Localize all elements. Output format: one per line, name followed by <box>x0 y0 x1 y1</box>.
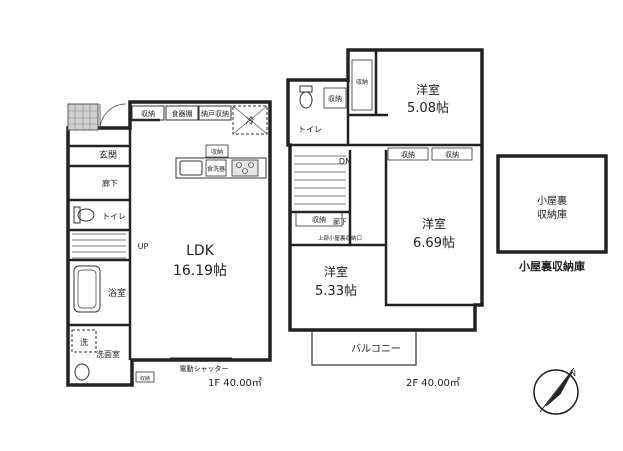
kitchen-stove <box>231 159 259 177</box>
attic-box-label-1: 小屋裏 <box>537 194 567 207</box>
room1-name: 洋室 <box>416 82 440 97</box>
compass-arrow <box>545 371 573 407</box>
floor1-toilet-label: トイレ <box>102 212 126 221</box>
kitchen-sink <box>179 160 203 176</box>
floor2-storage-d-label: 収納 <box>312 215 326 224</box>
floor2-storage-a <box>323 87 347 109</box>
shutter-label: 電動シャッター <box>180 364 229 373</box>
floor2-dn-label: DN <box>339 157 351 166</box>
attic-hatch-label: 上部小屋裏収納口 <box>318 234 362 242</box>
floor1-toilet-bowl <box>77 208 95 222</box>
balcony-label: バルコニー <box>351 343 401 355</box>
floor1-top-storage <box>131 105 165 121</box>
floor2-caption: 2F 40.00㎡ <box>406 377 460 389</box>
floor2-storage-d <box>295 211 343 227</box>
dishwasher <box>205 159 227 177</box>
floor1-exterior-wall <box>66 100 272 387</box>
floor1-stairs <box>72 233 126 259</box>
attic-caption: 小屋裏収納庫 <box>518 259 585 273</box>
ldk-name: LDK <box>186 243 215 259</box>
up-label: UP <box>138 242 149 251</box>
fridge-space <box>232 105 268 135</box>
floor1-plan: 収納 食器棚 納戸収納 冷 食洗器 収納 LDK 16.19帖 玄関 廊下 トイ… <box>66 100 272 389</box>
storage-closet <box>198 105 232 121</box>
floor2-storage-b-label: 収納 <box>401 150 415 159</box>
ldk-size: 16.19帖 <box>173 263 227 279</box>
floor1-partition-walls <box>68 118 160 360</box>
attic-plan: 小屋裏 収納庫 小屋裏収納庫 <box>496 154 608 273</box>
floor2-storage-a-label: 収納 <box>328 94 342 103</box>
bathtub <box>73 265 101 313</box>
floor2-storage-b <box>387 147 429 161</box>
bottom-storage <box>135 371 155 383</box>
room3-size: 5.33帖 <box>315 284 357 299</box>
kitchen-small-storage <box>205 144 229 158</box>
washing-machine <box>71 329 97 353</box>
room1-vertical-storage <box>351 59 373 111</box>
storage-closet-label: 納戸収納 <box>201 109 229 118</box>
entrance-label: 玄関 <box>99 149 117 161</box>
compass-circle <box>533 369 579 415</box>
room1-vertical-storage-label: 収納 <box>356 78 368 86</box>
floor2-toilet-bowl <box>299 91 313 109</box>
attic-box <box>496 154 608 254</box>
floor2-storage-c <box>431 147 473 161</box>
fridge-label: 冷 <box>245 115 254 127</box>
floor2-plan: バルコニー 洋室 5.08帖 収納 収納 トイレ DN 廊下 収納 収納 収納 … <box>286 48 484 389</box>
bath-label: 浴室 <box>108 287 126 299</box>
room1-size: 5.08帖 <box>407 101 449 116</box>
floor2-hall-label: 廊下 <box>333 217 347 226</box>
washing-machine-label: 洗 <box>80 337 88 347</box>
room2-size: 6.69帖 <box>413 236 455 251</box>
kitchen-small-storage-label: 収納 <box>211 148 223 156</box>
floor2-partition-walls <box>290 50 482 307</box>
bottom-storage-label: 収納 <box>140 375 150 382</box>
entrance-door-swing <box>99 103 127 131</box>
kitchen-counter <box>175 157 267 179</box>
cupboard <box>165 105 199 121</box>
dishwasher-label: 食洗器 <box>207 165 225 173</box>
cupboard-label: 食器棚 <box>172 109 193 118</box>
porch-grid <box>68 104 98 130</box>
attic-box-label-2: 収納庫 <box>537 208 567 221</box>
floor2-storage-c-label: 収納 <box>445 150 459 159</box>
room2-name: 洋室 <box>422 216 446 231</box>
floor1-caption: 1F 40.00㎡ <box>208 377 262 389</box>
room3-name: 洋室 <box>324 264 348 279</box>
floor2-stairs <box>294 155 346 205</box>
wash-basin <box>74 363 90 381</box>
floor1-top-storage-label: 収納 <box>141 109 155 118</box>
washroom-label: 洗面室 <box>96 349 120 359</box>
compass-north-label: N <box>570 369 576 378</box>
hall-label: 廊下 <box>102 178 118 188</box>
compass: N <box>533 367 579 415</box>
floor2-toilet-label: トイレ <box>298 125 322 134</box>
